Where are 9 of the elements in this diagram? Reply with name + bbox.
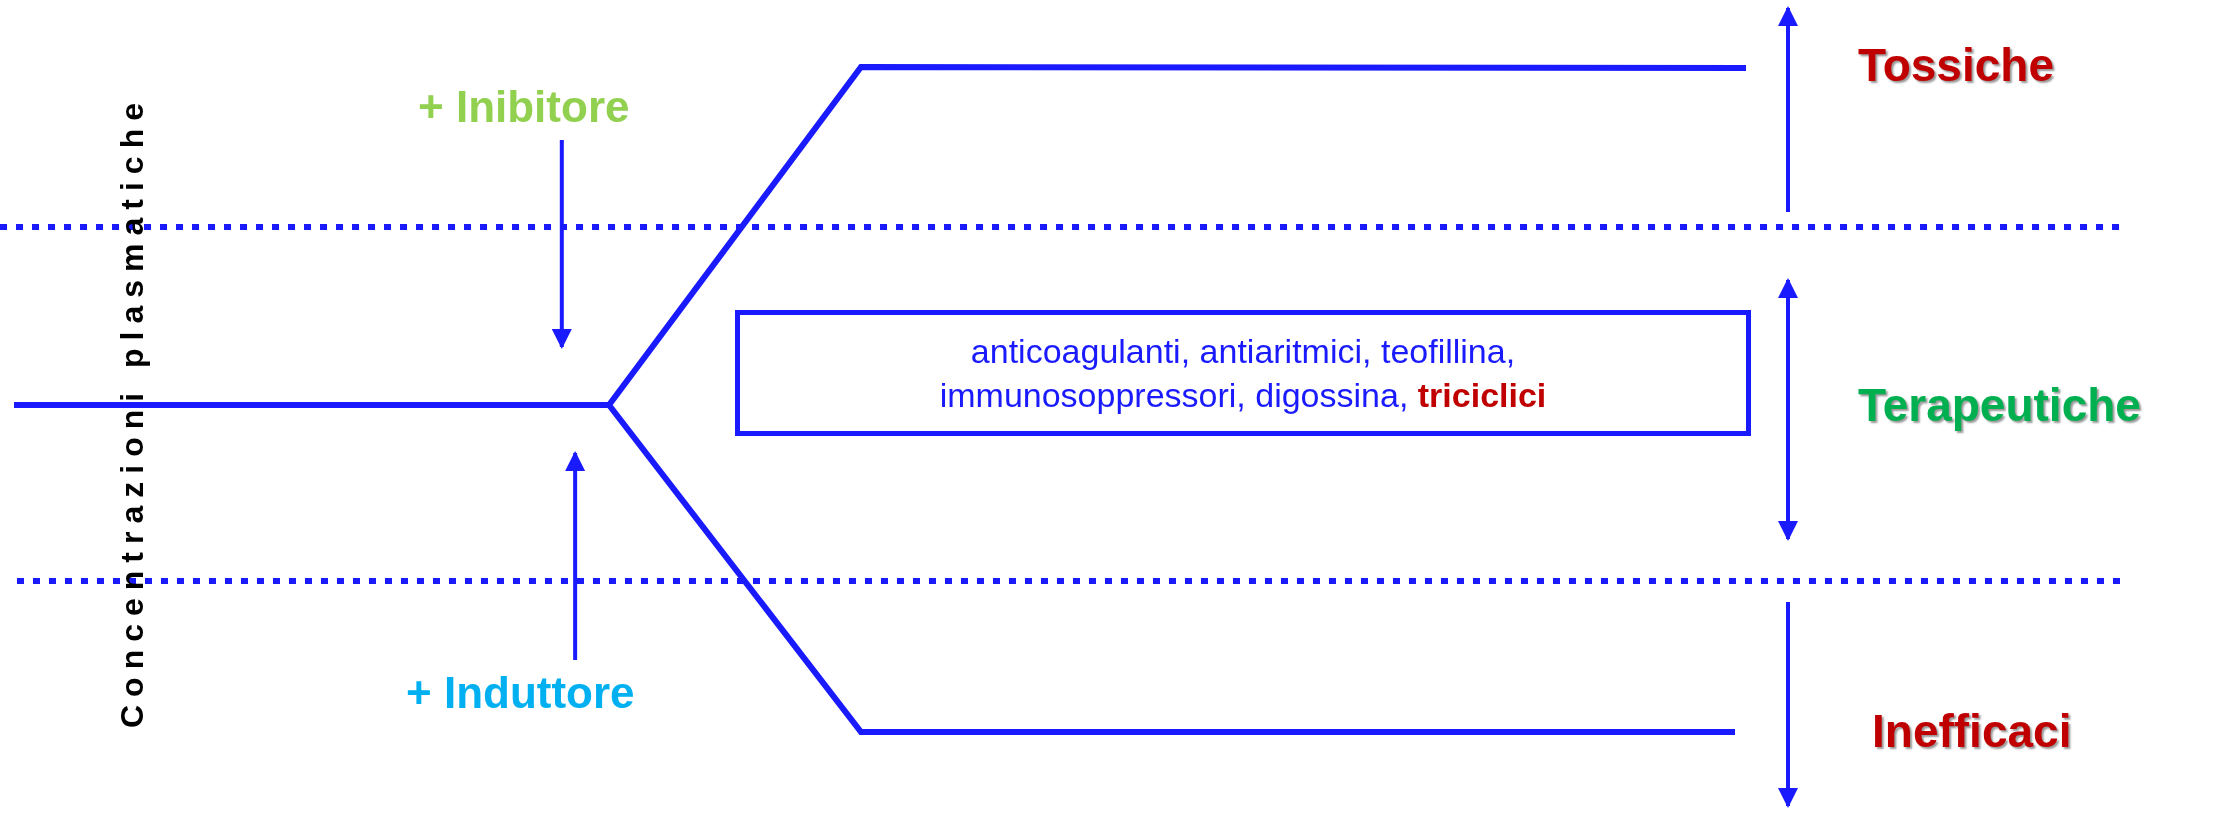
zone-label: Terapeutiche	[1858, 378, 2141, 432]
modifier-label: + Induttore	[406, 668, 635, 718]
modifier-label: + Inibitore	[418, 82, 630, 132]
drug-list-box: anticoagulanti, antiaritmici, teofillina, immunosoppressori, digossina, triciclici	[735, 310, 1751, 436]
arrow	[565, 451, 586, 660]
axis-label: Concentrazioni plasmatiche	[114, 94, 151, 731]
zone-label: Tossiche	[1858, 38, 2054, 92]
arrow	[551, 140, 572, 349]
zone-label: Inefficaci	[1872, 704, 2072, 758]
